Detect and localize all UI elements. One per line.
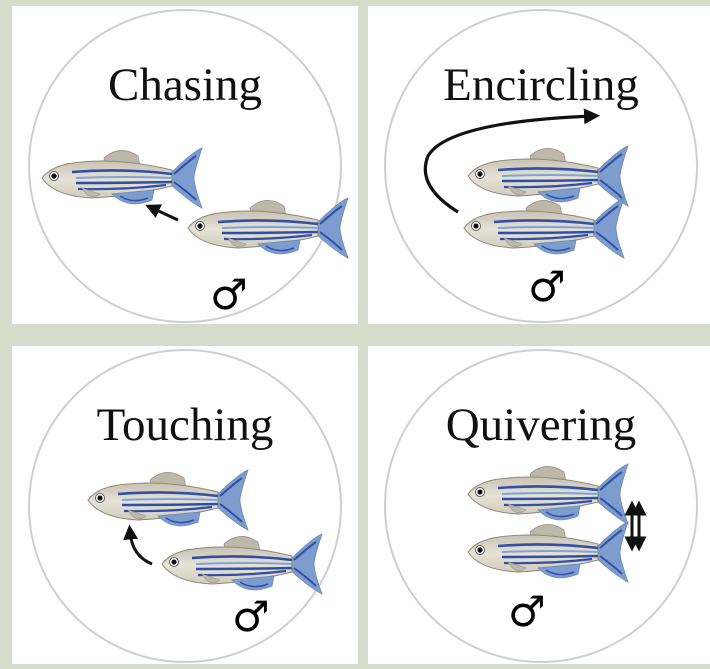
panel-title: Quivering <box>368 398 710 452</box>
panel-title: Touching <box>12 398 358 452</box>
touching-illustration <box>12 346 358 664</box>
panel-title: Encircling <box>368 58 710 112</box>
panel-encircling: Encircling ♂ <box>368 6 710 324</box>
male-symbol-icon: ♂ <box>210 274 248 316</box>
male-symbol-icon: ♂ <box>232 596 270 638</box>
panel-quivering: Quivering ♂ <box>368 346 710 664</box>
panel-chasing: Chasing ♂ <box>12 6 358 324</box>
panel-title: Chasing <box>12 58 358 112</box>
panel-touching: Touching ♂ <box>12 346 358 664</box>
chasing-illustration <box>12 6 358 324</box>
male-symbol-icon: ♂ <box>508 591 546 633</box>
male-symbol-icon: ♂ <box>528 266 566 308</box>
